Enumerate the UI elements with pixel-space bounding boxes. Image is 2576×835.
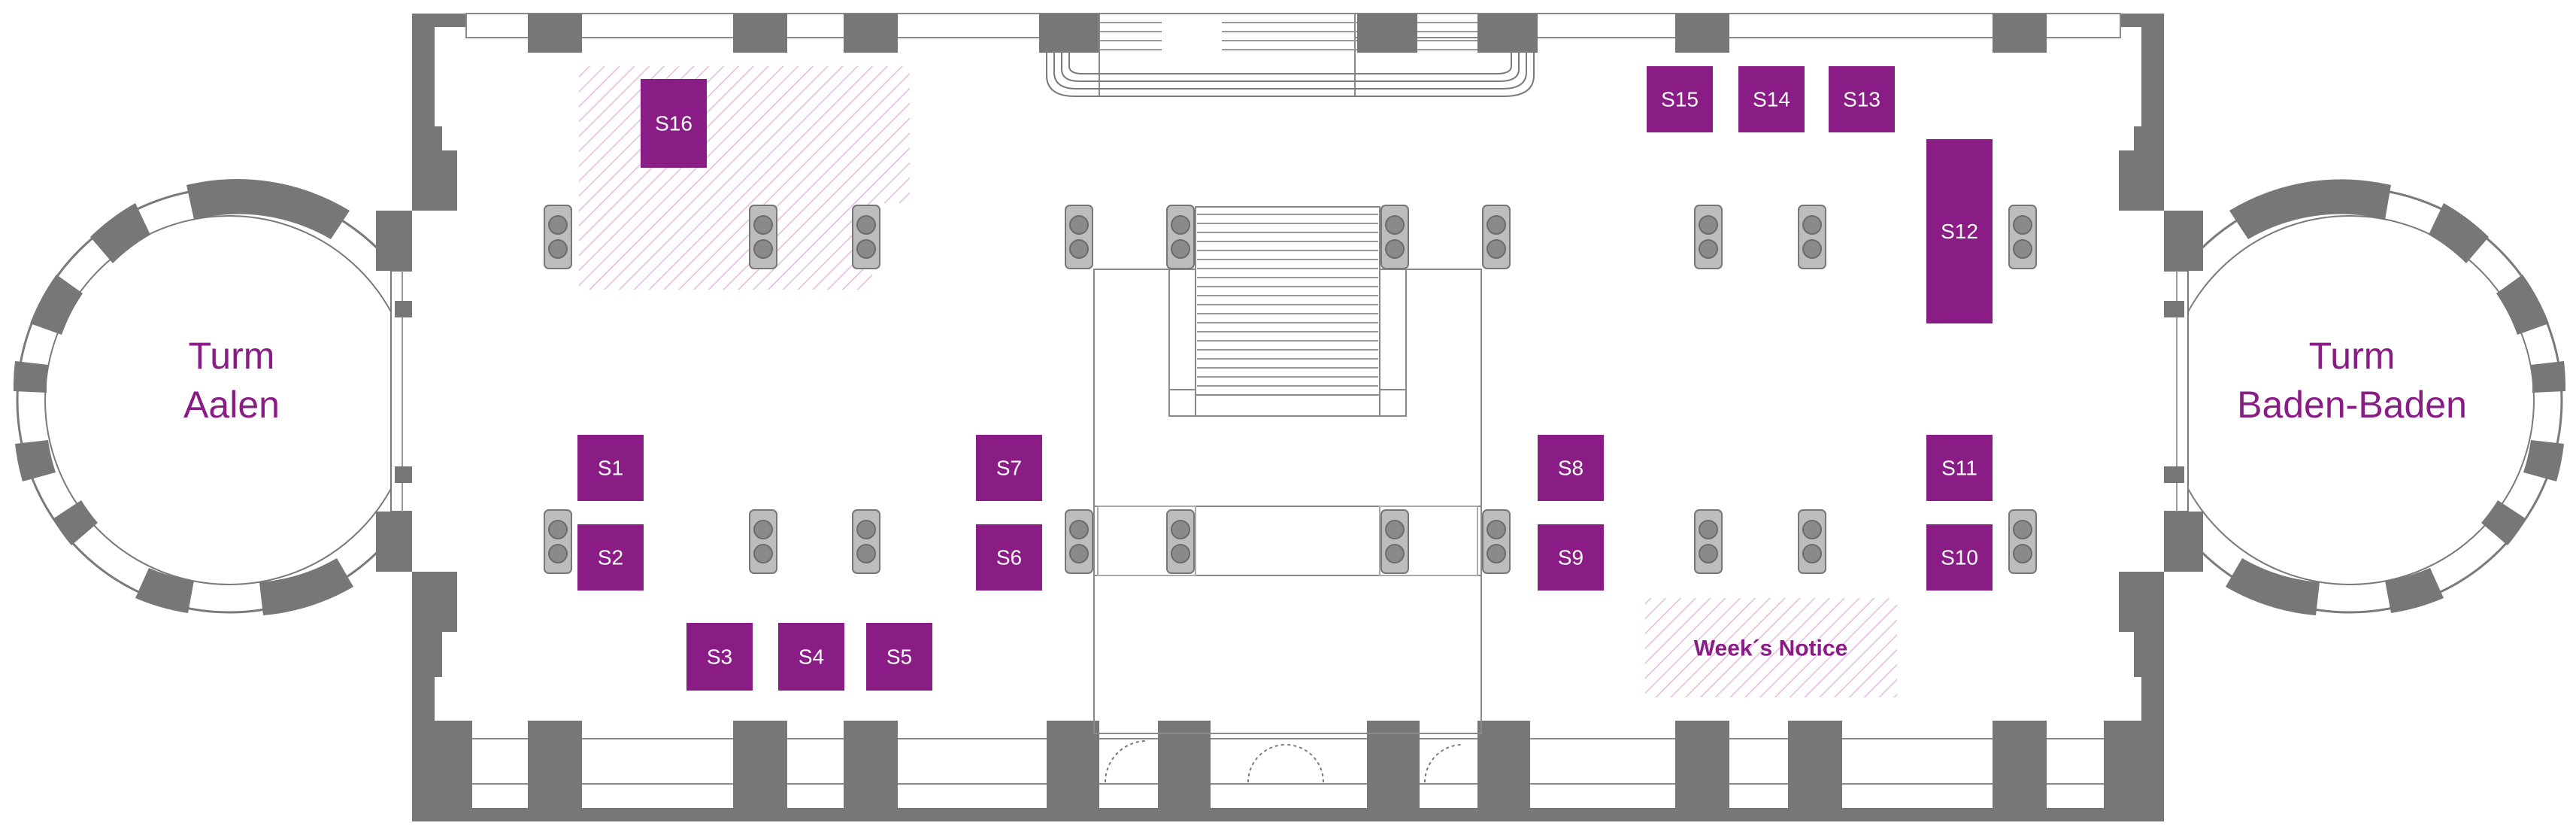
stand-s11[interactable]: S11 <box>1926 435 1993 501</box>
stand-s13[interactable]: S13 <box>1829 66 1895 132</box>
stand-s10[interactable]: S10 <box>1926 524 1993 591</box>
stand-box[interactable] <box>1647 66 1713 132</box>
tower-aalen-line2: Aalen <box>183 384 280 426</box>
tower-baden-baden: Turm Baden-Baden <box>2125 179 2566 615</box>
stand-label: S1 <box>598 457 623 480</box>
column <box>1798 509 1826 574</box>
stand-s2[interactable]: S2 <box>577 524 644 591</box>
stand-box[interactable] <box>577 435 644 501</box>
column <box>852 509 880 574</box>
stand-box[interactable] <box>1538 435 1604 501</box>
stand-box[interactable] <box>1926 435 1993 501</box>
stand-box[interactable] <box>976 524 1042 591</box>
week-notice-area <box>1645 598 1897 697</box>
stand-label: S5 <box>886 645 912 669</box>
stand-box[interactable] <box>1926 139 1993 323</box>
column <box>2008 205 2037 269</box>
stand-label: S2 <box>598 546 623 569</box>
stand-s16[interactable]: S16 <box>641 79 707 168</box>
stand-label: S6 <box>996 546 1022 569</box>
stand-box[interactable] <box>1926 524 1993 591</box>
stand-box[interactable] <box>641 79 707 168</box>
stand-label: S7 <box>996 457 1022 480</box>
central-core <box>1093 206 1482 734</box>
column <box>1482 509 1511 574</box>
stand-s12[interactable]: S12 <box>1926 139 1993 323</box>
stand-label: S15 <box>1661 88 1699 111</box>
main-hall: Week´s Notice S1S2S3S4S5S6S7S8S9S10S11S1… <box>412 13 2164 821</box>
stand-label: S8 <box>1558 457 1583 480</box>
column <box>1166 509 1195 574</box>
column <box>1798 205 1826 269</box>
stand-label: S10 <box>1941 546 1978 569</box>
column <box>1065 205 1093 269</box>
column <box>2008 509 2037 574</box>
stand-s4[interactable]: S4 <box>778 623 844 691</box>
stand-box[interactable] <box>866 623 932 691</box>
tower-baden-line1: Turm <box>2309 335 2396 377</box>
stand-label: S14 <box>1753 88 1790 111</box>
column <box>1380 205 1409 269</box>
stand-box[interactable] <box>1538 524 1604 591</box>
column <box>1380 509 1409 574</box>
stand-label: S9 <box>1558 546 1583 569</box>
stand-label: S12 <box>1941 220 1978 243</box>
stand-s6[interactable]: S6 <box>976 524 1042 591</box>
week-notice-label: Week´s Notice <box>1694 636 1848 661</box>
stand-box[interactable] <box>1829 66 1895 132</box>
stand-s5[interactable]: S5 <box>866 623 932 691</box>
stand-s9[interactable]: S9 <box>1538 524 1604 591</box>
stand-s15[interactable]: S15 <box>1647 66 1713 132</box>
stand-box[interactable] <box>976 435 1042 501</box>
stand-s1[interactable]: S1 <box>577 435 644 501</box>
column <box>749 509 777 574</box>
stand-s8[interactable]: S8 <box>1538 435 1604 501</box>
stand-box[interactable] <box>686 623 753 691</box>
stand-label: S4 <box>799 645 824 669</box>
column <box>749 205 777 269</box>
stand-label: S11 <box>1941 457 1977 480</box>
stand-label: S16 <box>655 112 692 135</box>
tower-aalen: Turm Aalen <box>13 179 454 615</box>
tower-aalen-line1: Turm <box>189 335 275 377</box>
stand-label: S3 <box>707 645 732 669</box>
top-stairs <box>1046 13 1535 97</box>
stand-s14[interactable]: S14 <box>1738 66 1805 132</box>
columns <box>544 205 2037 574</box>
column <box>1482 205 1511 269</box>
column <box>1166 205 1195 269</box>
stand-s3[interactable]: S3 <box>686 623 753 691</box>
column <box>544 509 572 574</box>
stand-s7[interactable]: S7 <box>976 435 1042 501</box>
column <box>1694 509 1723 574</box>
column <box>1694 205 1723 269</box>
stand-box[interactable] <box>577 524 644 591</box>
tower-baden-line2: Baden-Baden <box>2237 384 2467 426</box>
stand-box[interactable] <box>1738 66 1805 132</box>
column <box>852 205 880 269</box>
stand-label: S13 <box>1843 88 1880 111</box>
column <box>1065 509 1093 574</box>
stand-box[interactable] <box>778 623 844 691</box>
column <box>544 205 572 269</box>
